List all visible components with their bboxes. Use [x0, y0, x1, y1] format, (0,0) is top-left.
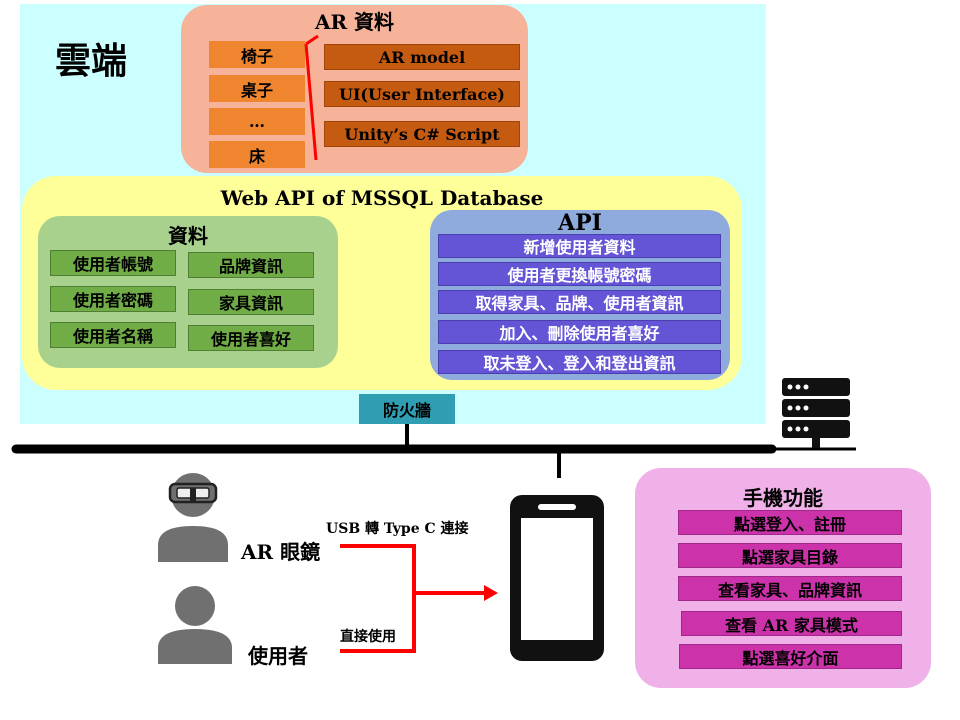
ar-item-table: 桌子 [209, 75, 305, 102]
user-icon [158, 586, 232, 664]
vr-headset-user-icon [158, 473, 228, 562]
api-item-add-user: 新增使用者資料 [438, 234, 721, 258]
api-item-favorites: 加入、刪除使用者喜好 [438, 320, 721, 344]
phone-feature-ar-mode: 查看 AR 家具模式 [681, 611, 902, 636]
usb-connection-label: USB 轉 Type C 連接 [326, 521, 469, 537]
phone-features-title: 手機功能 [743, 486, 823, 510]
api-item-get-info: 取得家具、品牌、使用者資訊 [438, 290, 721, 314]
phone-feature-login: 點選登入、註冊 [678, 510, 902, 535]
api-title: API [558, 210, 602, 236]
arrow-head [484, 585, 498, 601]
ar-component-script: Unity’s C# Script [324, 121, 520, 147]
api-item-login-state: 取未登入、登入和登出資訊 [438, 350, 721, 374]
direct-use-label: 直接使用 [340, 629, 396, 645]
ar-component-ui: UI(User Interface) [324, 81, 520, 107]
server-icon [782, 378, 850, 448]
data-item-brand-info: 品牌資訊 [188, 252, 314, 278]
ar-bracket-line [304, 43, 318, 161]
web-api-title: Web API of MSSQL Database [220, 186, 544, 210]
ar-item-ellipsis: … [209, 108, 305, 135]
ar-data-title: AR 資料 [314, 10, 395, 34]
phone-feature-catalog: 點選家具目錄 [678, 543, 902, 568]
data-item-user-name: 使用者名稱 [50, 322, 176, 348]
ar-glasses-connector [340, 544, 416, 593]
user-label: 使用者 [248, 644, 308, 668]
ar-glasses-label: AR 眼鏡 [241, 540, 321, 564]
firewall-box: 防火牆 [359, 394, 455, 424]
ar-item-bed: 床 [209, 141, 305, 168]
ar-item-chair: 椅子 [209, 41, 305, 68]
ar-bracket-tip [305, 34, 319, 46]
data-item-furniture-info: 家具資訊 [188, 289, 314, 315]
data-item-user-password: 使用者密碼 [50, 286, 176, 312]
data-item-user-favorites: 使用者喜好 [188, 325, 314, 351]
data-title: 資料 [168, 224, 208, 248]
ar-component-model: AR model [324, 44, 520, 70]
user-connector [340, 593, 416, 653]
data-item-user-account: 使用者帳號 [50, 250, 176, 276]
phone-feature-view-info: 查看家具、品牌資訊 [678, 576, 902, 601]
smartphone-icon [510, 495, 604, 661]
cloud-title: 雲端 [55, 40, 128, 82]
phone-feature-favorites: 點選喜好介面 [679, 644, 902, 669]
api-item-change-credentials: 使用者更換帳號密碼 [438, 262, 721, 286]
